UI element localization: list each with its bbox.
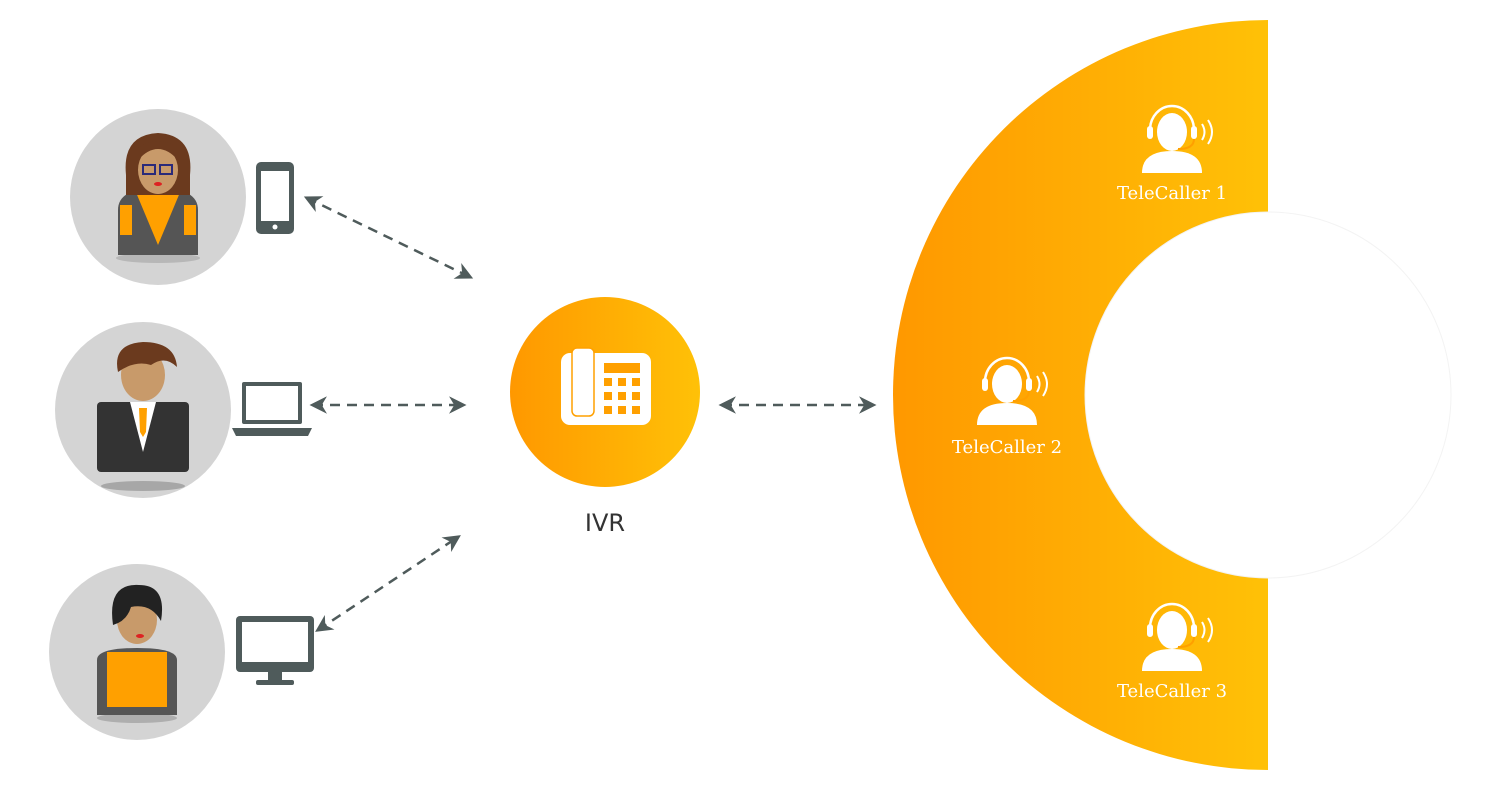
desk-phone-icon — [561, 347, 651, 425]
telecaller-1[interactable]: TeleCaller 1 — [1117, 104, 1227, 204]
inner-circle — [1084, 211, 1452, 579]
caller-1 — [70, 109, 294, 285]
telecaller-label: TeleCaller 2 — [952, 437, 1062, 458]
arrow-monitor-ivr — [315, 535, 461, 632]
ivr-label: IVR — [585, 509, 625, 537]
monitor-icon — [236, 616, 314, 685]
telecaller-label: TeleCaller 1 — [1117, 183, 1227, 204]
caller-3 — [49, 564, 314, 740]
telecaller-3[interactable]: TeleCaller 3 — [1117, 602, 1227, 702]
caller-2 — [55, 322, 312, 498]
telecaller-2[interactable]: TeleCaller 2 — [952, 356, 1062, 458]
smartphone-icon — [256, 162, 294, 234]
telecaller-ring — [893, 20, 1268, 770]
telecaller-group: TeleCaller 1 TeleCaller 2 TeleCaller 3 — [893, 20, 1452, 770]
laptop-icon — [232, 382, 312, 436]
telecaller-label: TeleCaller 3 — [1117, 681, 1227, 702]
arrow-phone-ivr — [303, 196, 474, 279]
ivr-node[interactable]: IVR — [510, 297, 700, 537]
